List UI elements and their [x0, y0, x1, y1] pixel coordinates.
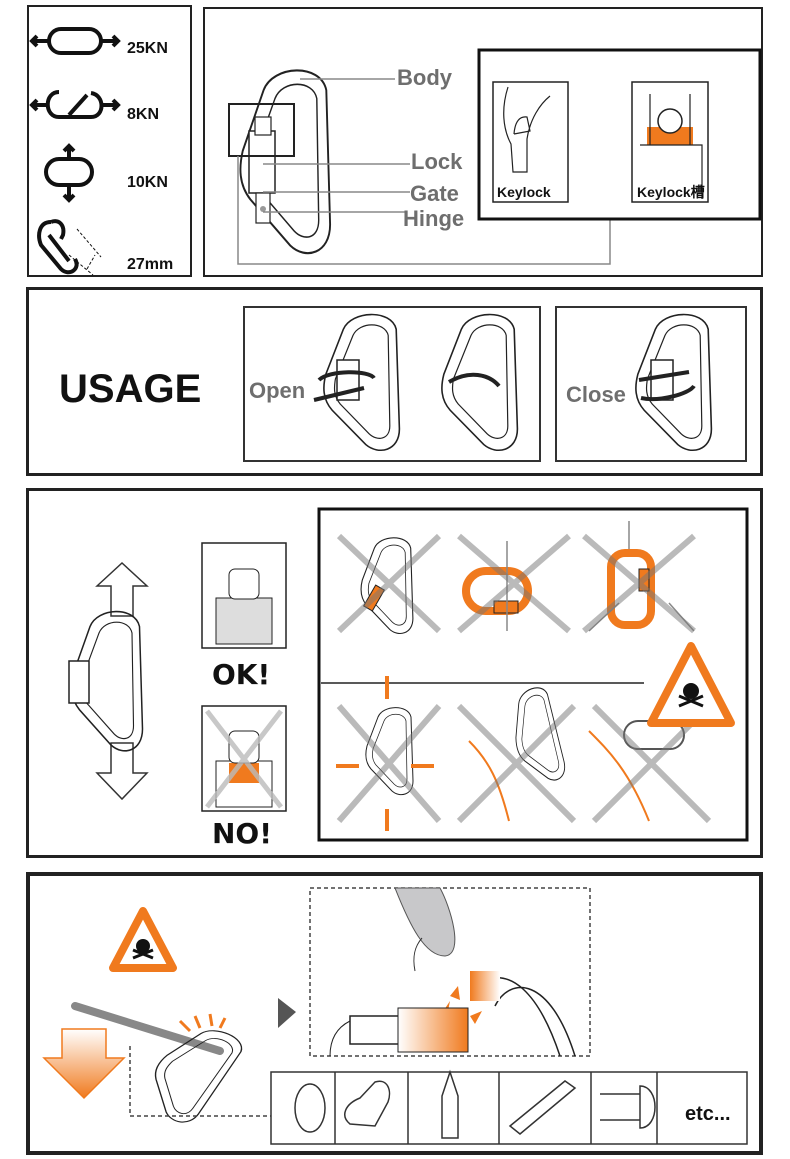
usage-panel: USAGE Open Close	[26, 287, 763, 476]
quickdraw-icon	[508, 1080, 577, 1135]
open-step-box	[243, 306, 541, 462]
danger-warning-icon	[647, 642, 735, 727]
label-close: Close	[566, 382, 626, 407]
loading-direction-panel: OK! NO!	[26, 488, 763, 858]
usage-title: USAGE	[59, 367, 201, 411]
etc-label: etc...	[685, 1103, 731, 1125]
label-body: Body	[397, 65, 453, 90]
no-label: NO!	[212, 817, 272, 850]
gate-opening-icon	[37, 219, 102, 276]
spec-label: 25KN	[127, 40, 168, 57]
gate-open-strength-icon	[29, 90, 121, 119]
failure-detail-box	[309, 887, 591, 1057]
label-hinge: Hinge	[403, 206, 464, 231]
danger-warning-icon	[109, 907, 177, 972]
label-lock: Lock	[411, 149, 463, 174]
major-axis-strength-icon	[29, 27, 121, 55]
spec-label: 8KN	[127, 106, 159, 123]
lock-sleeve	[248, 130, 276, 194]
label-keylock-slot: Keylock槽	[637, 184, 705, 200]
spec-label: 10KN	[127, 174, 168, 191]
cross-marks	[336, 533, 712, 824]
figure-eight-icon	[344, 1080, 391, 1127]
ok-label: OK!	[212, 658, 270, 691]
pull-direction-arrow	[42, 1028, 126, 1100]
label-keylock: Keylock	[497, 184, 551, 200]
close-step-box	[555, 306, 747, 462]
strength-specs-panel: 25KN 8KN 10KN 27mm	[27, 5, 192, 277]
correct-load-illustration	[68, 561, 149, 801]
label-gate: Gate	[410, 181, 459, 206]
compatible-equipment-strip	[270, 1071, 748, 1145]
spec-label: 27mm	[127, 256, 173, 273]
anchor-ring-icon	[294, 1083, 326, 1133]
d-ring-icon	[600, 1085, 656, 1129]
sling-illustration	[71, 1002, 224, 1055]
anatomy-panel: Body Lock Gate Hinge Keylock Keylock槽	[203, 7, 763, 277]
sling-loop-icon	[441, 1069, 459, 1139]
label-open: Open	[249, 378, 305, 403]
minor-axis-strength-icon	[44, 143, 94, 203]
compatibility-panel: etc...	[26, 872, 763, 1155]
keylock-highlight-box	[228, 103, 295, 157]
